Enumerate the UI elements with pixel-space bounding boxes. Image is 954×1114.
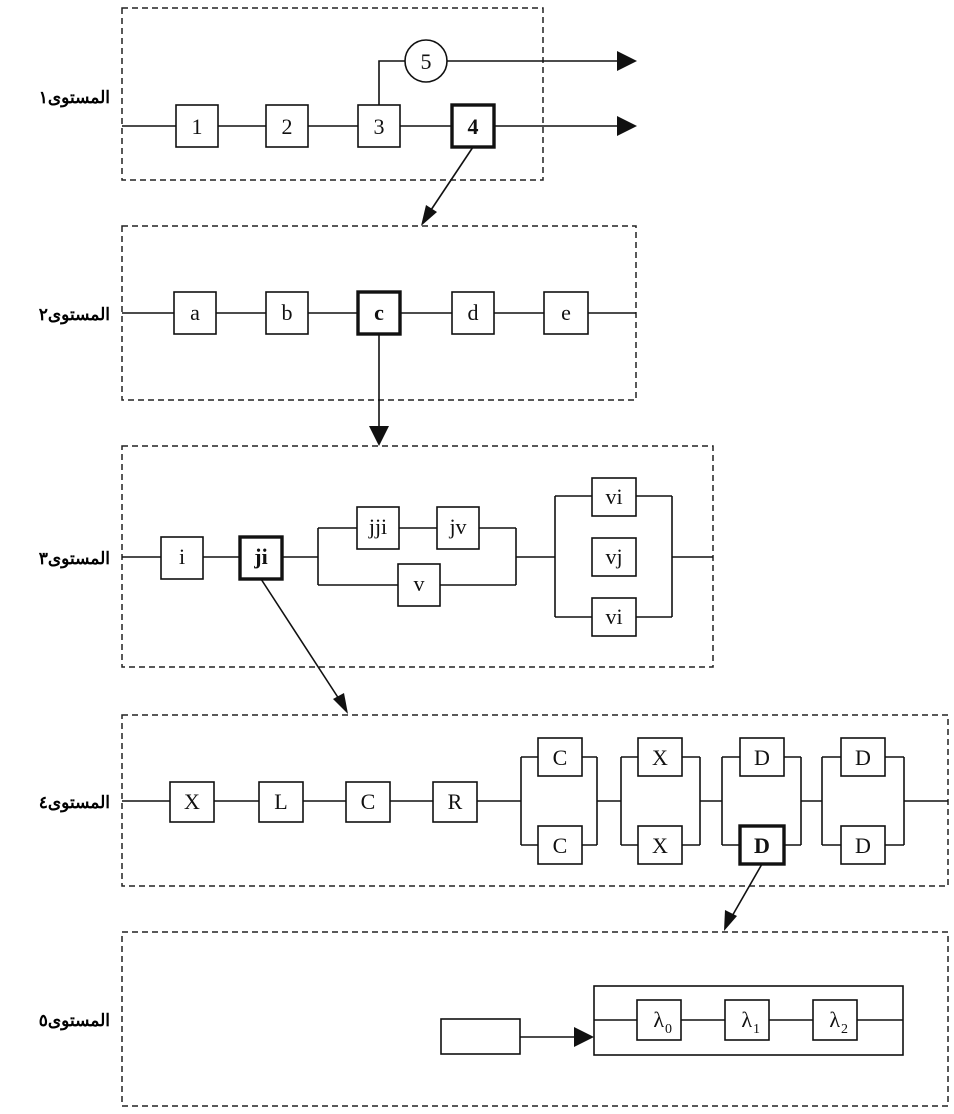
level-4-pair-1-top-label: C [553,745,568,770]
level-4-pair-3-top-block [739,737,785,777]
connector-3-to-4-arrow [333,693,348,714]
level-4-pair-3-bottom-label: D [754,833,770,858]
level-5-feed-arrow [574,1027,594,1047]
level-1-block-4-label: 4 [468,114,479,139]
level-4-pair-4-top-block [840,737,886,777]
level-1-block-1 [175,104,219,148]
level-3-block-v [397,563,441,607]
connector-2-to-3-arrow [369,426,389,446]
level-2-block-a-label: a [190,300,200,325]
level-1-node-5-label: 5 [421,49,432,74]
level-3-block-vi-bottom [591,597,637,637]
level-1-block-4-highlighted [450,103,496,149]
level-5-lambda-2-block [812,999,858,1041]
level-5-lambda-0-subscript: 0 [665,1022,672,1037]
level-4-pair-3-bottom-block-highlighted [738,824,786,866]
level-4-block-c [345,781,391,823]
level-4-block-c-label: C [361,789,376,814]
level-3-block-i [160,536,204,580]
level-1-branch-arrow [617,51,637,71]
connector-4-to-5-arrow [724,910,737,931]
level-3-block-vi-top-label: vi [605,484,622,509]
level-3-block-jv [436,506,480,550]
level-1-node-5 [404,39,448,83]
level-4-block-r-label: R [448,789,463,814]
level-1-output-arrow [617,116,637,136]
level-5-label: المستوى٥ [39,1011,110,1031]
level-5-lambda-0-symbol: λ [653,1007,664,1032]
level-2-block-d [451,291,495,335]
level-3-block-vj-label: vj [605,544,622,569]
level-2-label: المستوى٢ [39,305,110,325]
level-4-pair-1-top-block [537,737,583,777]
level-1-block-2-label: 2 [282,114,293,139]
level-1-block-3-label: 3 [374,114,385,139]
level-3-block-i-label: i [179,544,185,569]
level-2-block-b [265,291,309,335]
level-1-branch-line [378,60,405,105]
level-4-label: المستوى٤ [39,793,110,813]
level-3-block-vj [591,537,637,577]
level-5-lambda-0-block [636,999,682,1041]
level-1-block-3 [357,104,401,148]
level-4-block-l-label: L [274,789,287,814]
level-1-block-1-label: 1 [192,114,203,139]
level-3-block-jji [356,506,400,550]
level-1-frame [121,7,544,181]
level-3-block-vi-top [591,477,637,517]
level-4-block-x-label: X [184,789,200,814]
level-2-block-e-label: e [561,300,571,325]
level-4-pair-1-bottom-label: C [553,833,568,858]
level-1-label: المستوى١ [39,88,110,108]
level-4-block-r [432,781,478,823]
level-3-label: المستوى٣ [39,549,110,569]
level-3-block-vi-bottom-label: vi [605,604,622,629]
level-5-frame [121,931,949,1107]
level-3-block-ji-label: ji [253,544,267,569]
connector-1-to-2 [428,146,474,214]
level-5-lambda-2-symbol: λ [829,1007,840,1032]
level-2-block-a [173,291,217,335]
level-5-lambda-1-subscript: 1 [753,1022,760,1037]
level-3-block-v-label: v [414,571,425,596]
level-2-block-c-label: c [374,300,384,325]
level-2-block-b-label: b [282,300,293,325]
connector-4-to-5 [730,863,763,919]
level-1-block-2 [265,104,309,148]
level-4-pair-4-bottom-block [840,825,886,865]
level-4-block-x [169,781,215,823]
level-4-pair-2-bottom-label: X [652,833,668,858]
level-3-block-jv-label: jv [448,514,466,539]
connector-3-to-4 [260,578,340,700]
level-5-lambda-2-subscript: 2 [841,1022,848,1037]
level-2-block-d-label: d [468,300,479,325]
level-4-pair-4-bottom-label: D [855,833,871,858]
level-4-pair-2-top-block [637,737,683,777]
level-4-pair-1-bottom-block [537,825,583,865]
level-4-pair-4-top-label: D [855,745,871,770]
level-5-lambda-1-symbol: λ [741,1007,752,1032]
level-3-block-jji-label: jji [368,514,387,539]
level-4-pair-2-top-label: X [652,745,668,770]
level-4-pair-2-bottom-block [637,825,683,865]
level-5-input-block [440,1018,521,1055]
level-2-block-e [543,291,589,335]
level-4-block-l [258,781,304,823]
connector-1-to-2-arrow [421,205,437,226]
level-5-lambda-1-block [724,999,770,1041]
level-4-pair-3-top-label: D [754,745,770,770]
